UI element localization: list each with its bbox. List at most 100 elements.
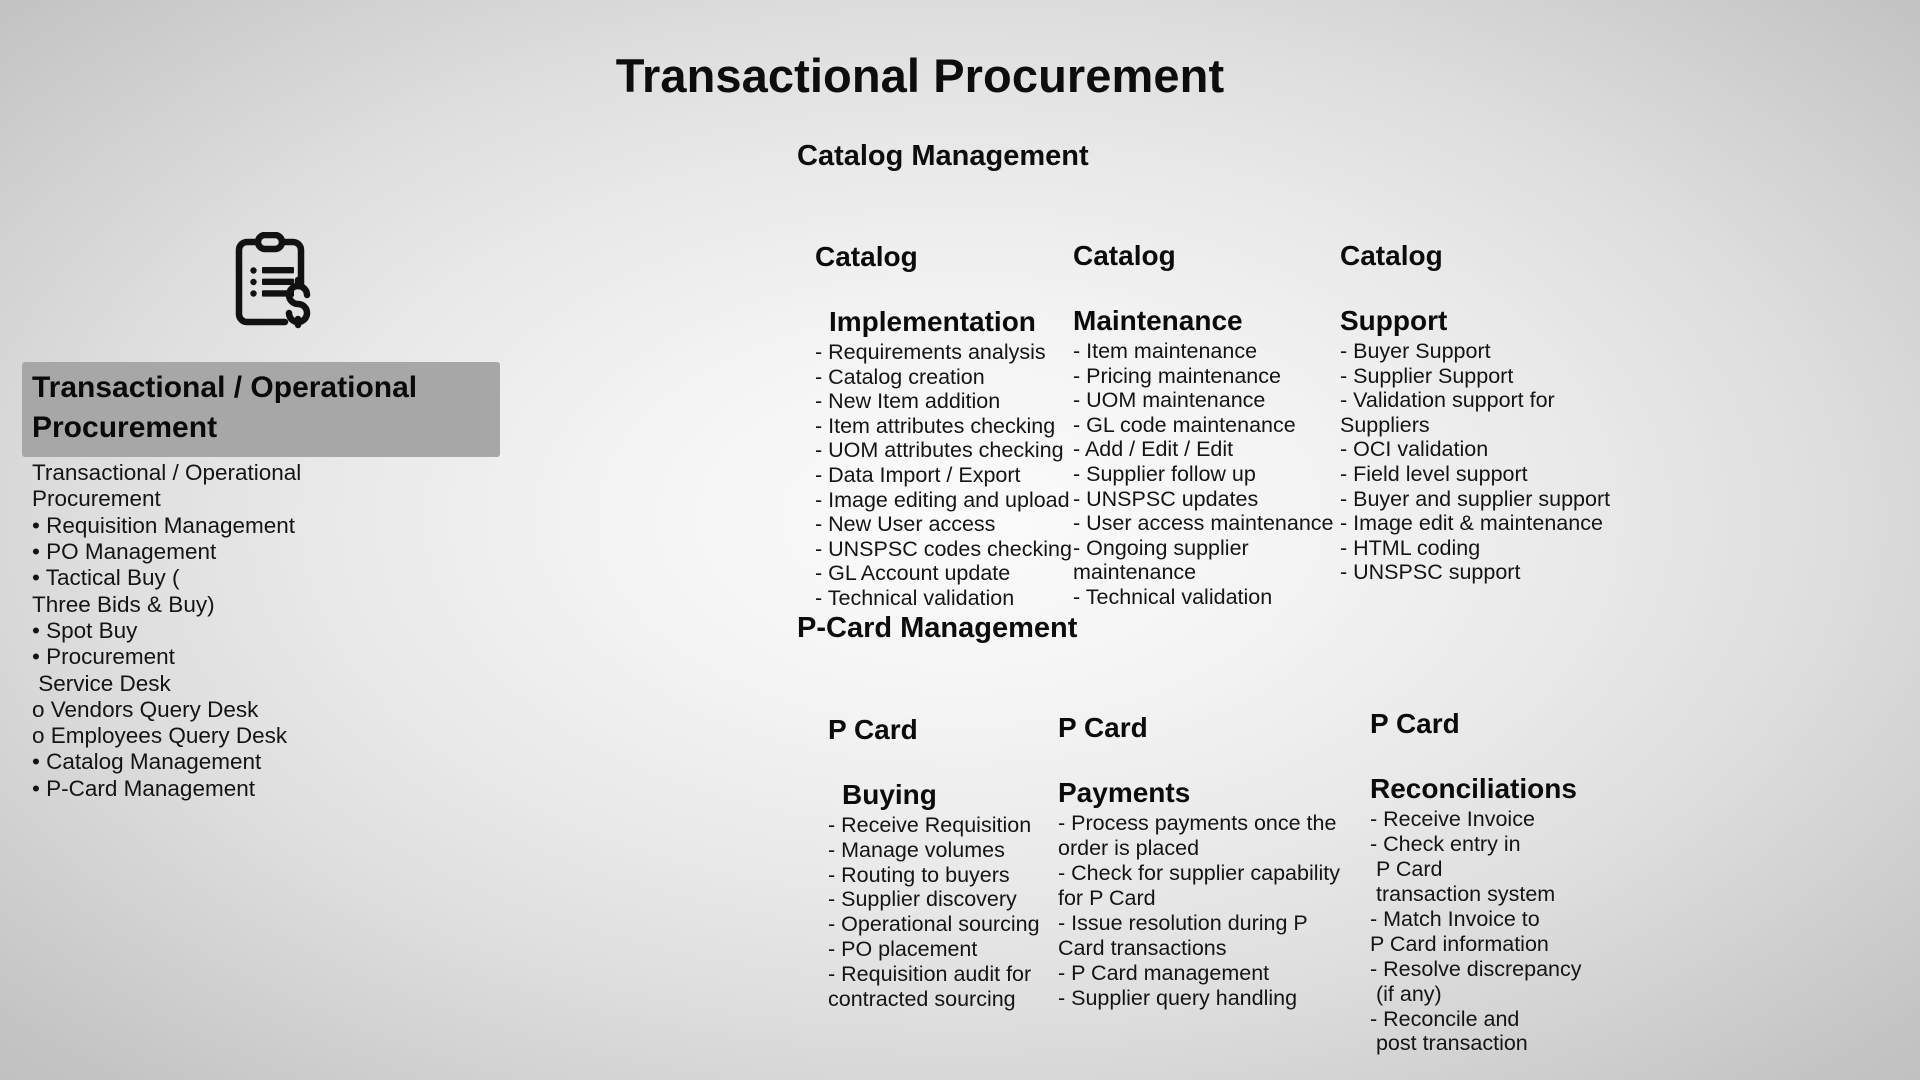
list-item: - Supplier follow up	[1073, 462, 1256, 487]
list-item: - Manage volumes	[828, 837, 1005, 862]
list-item: - Technical validation	[815, 586, 1015, 611]
column-list: - Requirements analysis - Catalog creati…	[815, 340, 1090, 611]
list-item: transaction system	[1370, 881, 1556, 906]
column-list: - Item maintenance - Pricing maintenance…	[1073, 339, 1334, 610]
column-title-line1: P Card	[1058, 711, 1148, 743]
column-list: - Buyer Support - Supplier Support - Val…	[1340, 339, 1630, 585]
list-item: - New Item addition	[815, 389, 1001, 414]
list-item: - Receive Invoice	[1370, 807, 1535, 831]
column-list: - Receive Invoice - Check entry in P Car…	[1370, 807, 1650, 1056]
list-item: - Reconcile and	[1370, 1006, 1520, 1031]
list-item: - Process payments once the	[1058, 811, 1337, 835]
list-item: P Card	[1370, 856, 1443, 881]
panel-line: o Employees Query Desk	[32, 723, 288, 749]
list-item: - Item maintenance	[1073, 339, 1258, 363]
panel-body: Transactional / Operational Procurement …	[32, 460, 502, 802]
list-item: - Check entry in	[1370, 831, 1521, 856]
panel-line: o Vendors Query Desk	[32, 696, 259, 722]
list-item: - UNSPSC codes checking	[815, 536, 1072, 561]
list-item: contracted sourcing	[828, 986, 1016, 1011]
list-item: - Image editing and upload	[815, 487, 1070, 512]
column-title: Catalog Implementation	[815, 208, 1090, 339]
list-item: - OCI validation	[1340, 437, 1489, 462]
list-item: - Supplier Support	[1340, 363, 1514, 388]
list-item: P Card information	[1370, 931, 1549, 956]
column-catalog-support: Catalog Support - Buyer Support - Suppli…	[1340, 207, 1630, 585]
panel-line: Transactional / Operational	[32, 460, 302, 485]
list-item: - UOM maintenance	[1073, 388, 1266, 413]
list-item: post transaction	[1370, 1031, 1528, 1056]
list-item: - Resolve discrepancy	[1370, 956, 1582, 981]
list-item: - Ongoing supplier	[1073, 535, 1249, 560]
list-item: - Image edit & maintenance	[1340, 511, 1603, 536]
list-item: maintenance	[1073, 560, 1197, 585]
list-item: - UNSPSC updates	[1073, 486, 1259, 511]
list-item: - GL Account update	[815, 561, 1011, 586]
column-pcard-reconciliations: P Card Reconciliations - Receive Invoice…	[1370, 675, 1650, 1056]
list-item: - Routing to buyers	[828, 862, 1010, 887]
list-item: - Requirements analysis	[815, 340, 1046, 364]
list-item: - Validation support for	[1340, 388, 1555, 413]
list-item: - UOM attributes checking	[815, 438, 1064, 463]
list-item: - New User access	[815, 512, 996, 537]
list-item: - Technical validation	[1073, 585, 1273, 610]
panel-line: • Tactical Buy (	[32, 565, 180, 591]
list-item: - Issue resolution during P	[1058, 910, 1308, 935]
list-item: - Operational sourcing	[828, 912, 1040, 937]
list-item: - P Card management	[1058, 960, 1270, 985]
column-title: Catalog Maintenance	[1073, 207, 1331, 338]
list-item: (if any)	[1370, 981, 1442, 1006]
column-title-line1: Catalog	[815, 240, 918, 272]
list-item: - Match Invoice to	[1370, 906, 1540, 931]
column-title-line1: P Card	[1370, 707, 1460, 739]
page-title: Transactional Procurement	[0, 48, 1920, 103]
column-title: P Card Reconciliations	[1370, 675, 1650, 806]
panel-line: Three Bids & Buy)	[32, 591, 215, 617]
panel-line: • Procurement	[32, 644, 175, 670]
panel-title: Transactional / Operational Procurement	[22, 362, 500, 457]
clipboard-dollar-icon	[227, 231, 319, 332]
section-heading-pcard-management: P-Card Management	[797, 612, 1078, 644]
column-title-line2: Support	[1340, 305, 1448, 337]
list-item: - Data Import / Export	[815, 463, 1021, 488]
list-item: - Supplier discovery	[828, 887, 1017, 912]
column-title-line2: Implementation	[829, 306, 1036, 338]
panel-line: • Catalog Management	[32, 749, 262, 775]
panel-line: Procurement	[32, 486, 161, 512]
page-title-text: Transactional Procurement	[615, 49, 1225, 102]
column-pcard-payments: P Card Payments - Process payments once …	[1058, 679, 1358, 1011]
list-item: - UNSPSC support	[1340, 560, 1521, 585]
column-title-line2: Buying	[842, 779, 937, 811]
panel-line: • P-Card Management	[32, 775, 255, 801]
column-title: Catalog Support	[1340, 207, 1630, 338]
list-item: - Check for supplier capability	[1058, 860, 1341, 885]
panel-line: Service Desk	[32, 670, 171, 696]
column-title-line2: Maintenance	[1073, 305, 1243, 337]
column-title-line2: Payments	[1058, 777, 1191, 809]
list-item: - Add / Edit / Edit	[1073, 437, 1234, 462]
list-item: - Field level support	[1340, 462, 1528, 487]
list-item: order is placed	[1058, 835, 1200, 860]
list-item: - Receive Requisition	[828, 813, 1032, 837]
column-title-line1: P Card	[828, 713, 918, 745]
list-item: Card transactions	[1058, 935, 1227, 960]
list-item: - PO placement	[828, 937, 978, 962]
column-pcard-buying: P Card Buying - Receive Requisition - Ma…	[828, 681, 1076, 1012]
section-heading-catalog-management: Catalog Management	[797, 140, 1089, 172]
list-item: for P Card	[1058, 885, 1156, 910]
panel-line: • Requisition Management	[32, 512, 296, 538]
list-item: - User access maintenance	[1073, 511, 1334, 536]
list-item: - Buyer Support	[1340, 339, 1491, 363]
list-item: - GL code maintenance	[1073, 412, 1296, 437]
column-title-line1: Catalog	[1340, 239, 1443, 271]
column-title: P Card Buying	[828, 681, 1076, 812]
column-title-line1: Catalog	[1073, 239, 1176, 271]
list-item: - Requisition audit for	[828, 961, 1032, 986]
list-item: - Item attributes checking	[815, 413, 1056, 438]
column-list: - Process payments once the order is pla…	[1058, 811, 1358, 1011]
panel-line: • PO Management	[32, 538, 217, 564]
panel-line: • Spot Buy	[32, 617, 138, 643]
list-item: Suppliers	[1340, 412, 1430, 437]
list-item: - HTML coding	[1340, 535, 1481, 560]
